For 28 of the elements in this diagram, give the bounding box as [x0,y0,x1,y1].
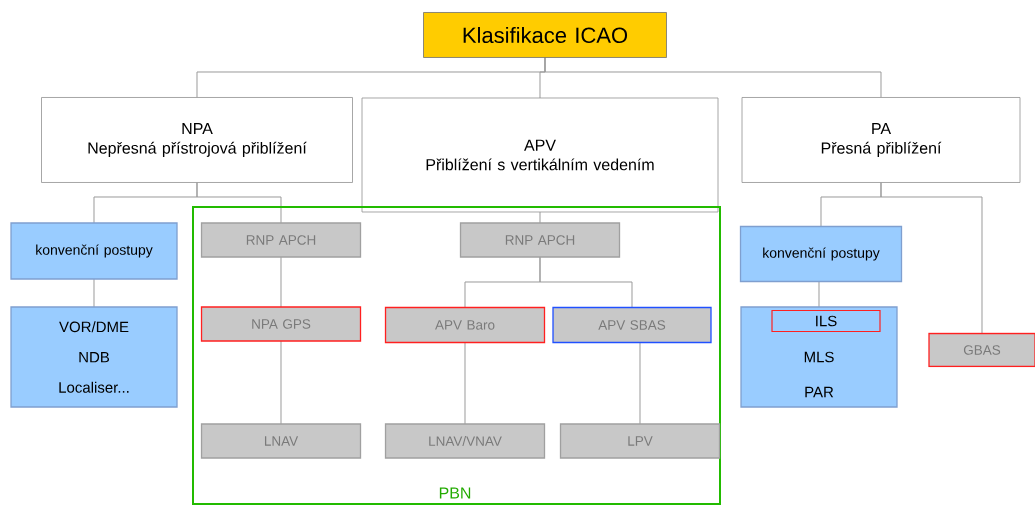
method-box: APV SBAS [552,306,712,344]
connector-line [280,340,282,425]
connector-line [93,278,95,308]
method-box: NPA GPS [200,306,362,342]
connector-line [539,256,633,308]
connector-line [196,182,282,224]
connector-line [280,256,282,308]
method-box: LNAV/VNAV [384,423,546,459]
method-box: LPV [559,423,721,459]
connector-line [539,211,541,224]
connector-line [544,57,882,98]
connector-line [880,182,983,334]
connector-line [464,342,466,425]
method-box: LNAV [200,423,362,459]
procedure-box: konvenční postupy [739,225,903,283]
system-list-box: VOR/DME NDB Localiser... [10,306,178,408]
category-box: NPA Nepřesná přístrojová přiblížení [41,97,353,183]
method-box: APV Baro [384,306,546,344]
method-box: RNP APCH [200,222,362,258]
title-box: Klasifikace ICAO [423,12,667,58]
category-box: APV Přiblížení s vertikálním vedením [361,97,719,213]
category-box: PA Přesná přiblížení [741,97,1021,183]
method-box: RNP APCH [459,222,621,258]
connector-line [639,342,641,425]
connector-line [818,281,820,308]
procedure-box: konvenční postupy [10,222,178,280]
method-box: GBAS [928,332,1035,368]
highlight-box: ILS [771,309,881,333]
